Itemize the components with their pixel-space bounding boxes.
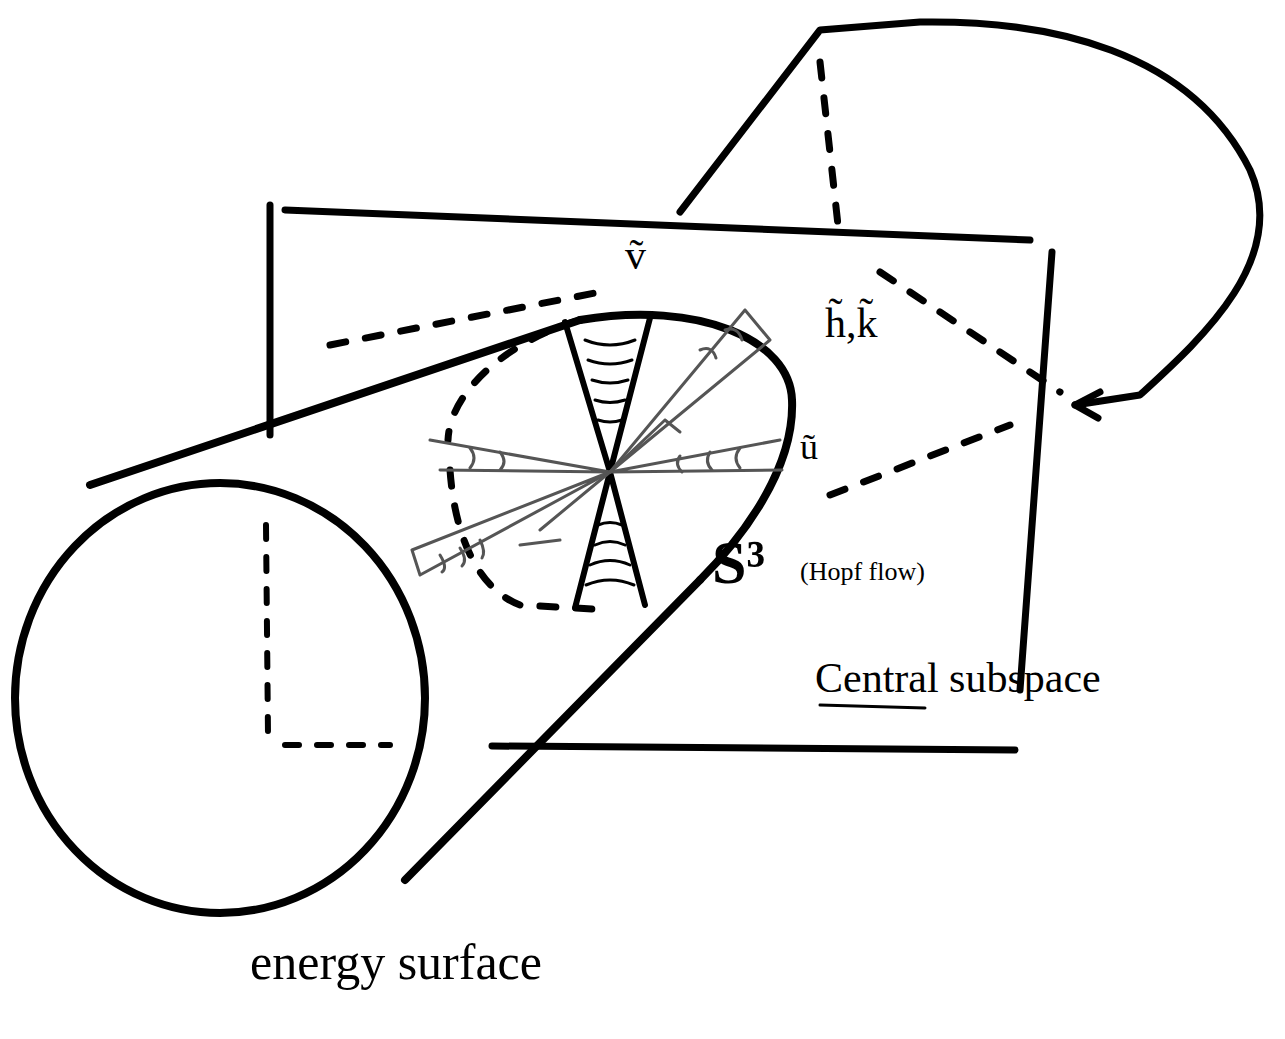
vector-label: ṽ — [625, 232, 646, 278]
vector-label: ũ — [800, 428, 818, 468]
vector-label: h̃,k̃ — [825, 300, 878, 346]
surface-label: energy surface — [250, 935, 542, 990]
sphere-label: S³ — [712, 528, 765, 596]
flow-note: (Hopf flow) — [800, 558, 925, 587]
subspace-label: Central subspace — [815, 655, 1101, 701]
